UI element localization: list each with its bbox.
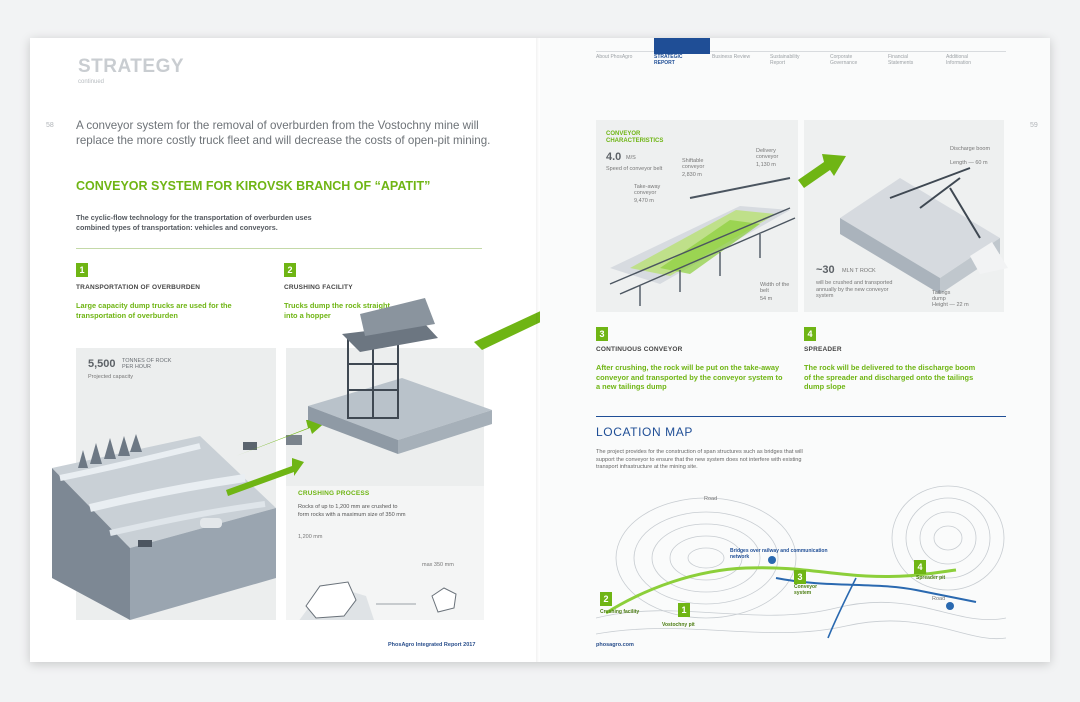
conveyor-description: The cyclic-flow technology for the trans… bbox=[76, 213, 312, 232]
map-label-spreader: Spreader pit bbox=[916, 575, 946, 581]
intro-paragraph: A conveyor system for the removal of ove… bbox=[76, 119, 491, 147]
step-1-title: TRANSPORTATION OF OVERBURDEN bbox=[76, 284, 201, 291]
nav-about[interactable]: About PhosAgro bbox=[596, 54, 633, 60]
map-marker-4: 4 bbox=[914, 560, 926, 574]
divider bbox=[76, 248, 482, 249]
step-2-title: CRUSHING FACILITY bbox=[284, 284, 353, 291]
nav-strategic-report[interactable]: STRATEGIC REPORT bbox=[654, 54, 683, 66]
page-number-left: 58 bbox=[46, 122, 54, 129]
nav-line bbox=[596, 51, 1006, 52]
step-1-badge: 1 bbox=[76, 263, 88, 277]
tailings-value: Height — 22 m bbox=[932, 302, 969, 308]
nav-additional[interactable]: Additional Information bbox=[946, 54, 972, 66]
mt-value: ~30 bbox=[816, 264, 835, 276]
page-number-right: 59 bbox=[1030, 122, 1038, 129]
nav-business-review[interactable]: Business Review bbox=[712, 54, 751, 60]
rock-size-small: max 350 mm bbox=[422, 562, 454, 568]
step-2-text: Trucks dump the rock straight into a hop… bbox=[284, 301, 390, 320]
conveyor-illustration bbox=[609, 154, 1008, 306]
step-2-badge: 2 bbox=[284, 263, 296, 277]
section-title: STRATEGY bbox=[78, 56, 185, 77]
takeaway-label: Take-away conveyor bbox=[634, 184, 661, 196]
conveyor-heading: CONVEYOR SYSTEM FOR KIROVSK BRANCH OF “A… bbox=[76, 179, 431, 193]
location-map bbox=[596, 485, 1006, 640]
right-page: About PhosAgro STRATEGIC REPORT Business… bbox=[540, 38, 1050, 662]
crushing-process-text: Rocks of up to 1,200 mm are crushed to f… bbox=[298, 504, 406, 518]
nav-sustainability[interactable]: Sustainability Report bbox=[770, 54, 800, 66]
transport-illustration bbox=[52, 298, 540, 620]
map-label-vostochny: Vostochny pit bbox=[662, 622, 695, 628]
section-subtitle: continued bbox=[78, 79, 105, 85]
rock-illustration bbox=[299, 581, 457, 620]
capacity-label: Projected capacity bbox=[88, 374, 133, 380]
location-text: The project provides for the constructio… bbox=[596, 449, 803, 470]
footer-right: phosagro.com bbox=[596, 642, 634, 648]
mt-unit: MLN T ROCK bbox=[842, 268, 876, 274]
takeaway-value: 9,470 m bbox=[634, 198, 654, 204]
step-4-badge: 4 bbox=[804, 327, 816, 341]
speed-label: Speed of conveyor belt bbox=[606, 166, 663, 172]
step-4-text: The rock will be delivered to the discha… bbox=[804, 363, 976, 391]
map-marker-3: 3 bbox=[794, 570, 806, 584]
left-page: STRATEGY continued 58 A conveyor system … bbox=[30, 38, 540, 662]
rock-size-big: 1,200 mm bbox=[298, 534, 323, 540]
nav-financial[interactable]: Financial Statements bbox=[888, 54, 914, 66]
report-spread: STRATEGY continued 58 A conveyor system … bbox=[30, 38, 1050, 662]
discharge-label: Discharge boom bbox=[950, 146, 991, 152]
step-3-badge: 3 bbox=[596, 327, 608, 341]
map-label-road-2: Road bbox=[932, 596, 946, 602]
map-label-bridges: Bridges over railway and communication n… bbox=[730, 548, 828, 560]
speed-unit: M/S bbox=[626, 155, 636, 161]
map-marker-1: 1 bbox=[678, 603, 690, 617]
shiftable-label: Shiftable conveyor bbox=[682, 158, 705, 170]
capacity-value: 5,500 bbox=[88, 358, 116, 370]
conveyor-characteristics-title: CONVEYOR CHARACTERISTICS bbox=[606, 131, 664, 144]
mt-text: will be crushed and transported annually… bbox=[816, 280, 893, 299]
nav-active-tab bbox=[654, 38, 710, 54]
shiftable-value: 2,830 m bbox=[682, 172, 702, 178]
nav-governance[interactable]: Corporate Governance bbox=[830, 54, 858, 66]
width-value: 54 m bbox=[760, 296, 773, 302]
map-marker-2: 2 bbox=[600, 592, 612, 606]
width-label: Width of the belt bbox=[760, 282, 790, 294]
map-label-road-1: Road bbox=[704, 496, 718, 502]
speed-value: 4.0 bbox=[606, 151, 622, 163]
step-3-title: CONTINUOUS CONVEYOR bbox=[596, 346, 683, 353]
map-label-conveyor: Conveyor system bbox=[794, 584, 818, 596]
delivery-value: 1,130 m bbox=[756, 162, 776, 168]
map-label-crushing: Crushing facility bbox=[600, 609, 640, 615]
footer-left: PhosAgro Integrated Report 2017 bbox=[388, 642, 476, 648]
discharge-value: Length — 60 m bbox=[950, 160, 988, 166]
capacity-unit: TONNES OF ROCK PER HOUR bbox=[122, 358, 172, 370]
crushing-process-title: CRUSHING PROCESS bbox=[298, 490, 370, 497]
step-4-title: SPREADER bbox=[804, 346, 842, 353]
delivery-label: Delivery conveyor bbox=[756, 148, 779, 160]
tailings-label: Tailings dump bbox=[932, 290, 951, 302]
step-1-text: Large capacity dump trucks are used for … bbox=[76, 301, 232, 320]
location-divider bbox=[596, 416, 1006, 417]
location-map-title: LOCATION MAP bbox=[596, 425, 693, 439]
step-3-text: After crushing, the rock will be put on … bbox=[596, 363, 783, 391]
